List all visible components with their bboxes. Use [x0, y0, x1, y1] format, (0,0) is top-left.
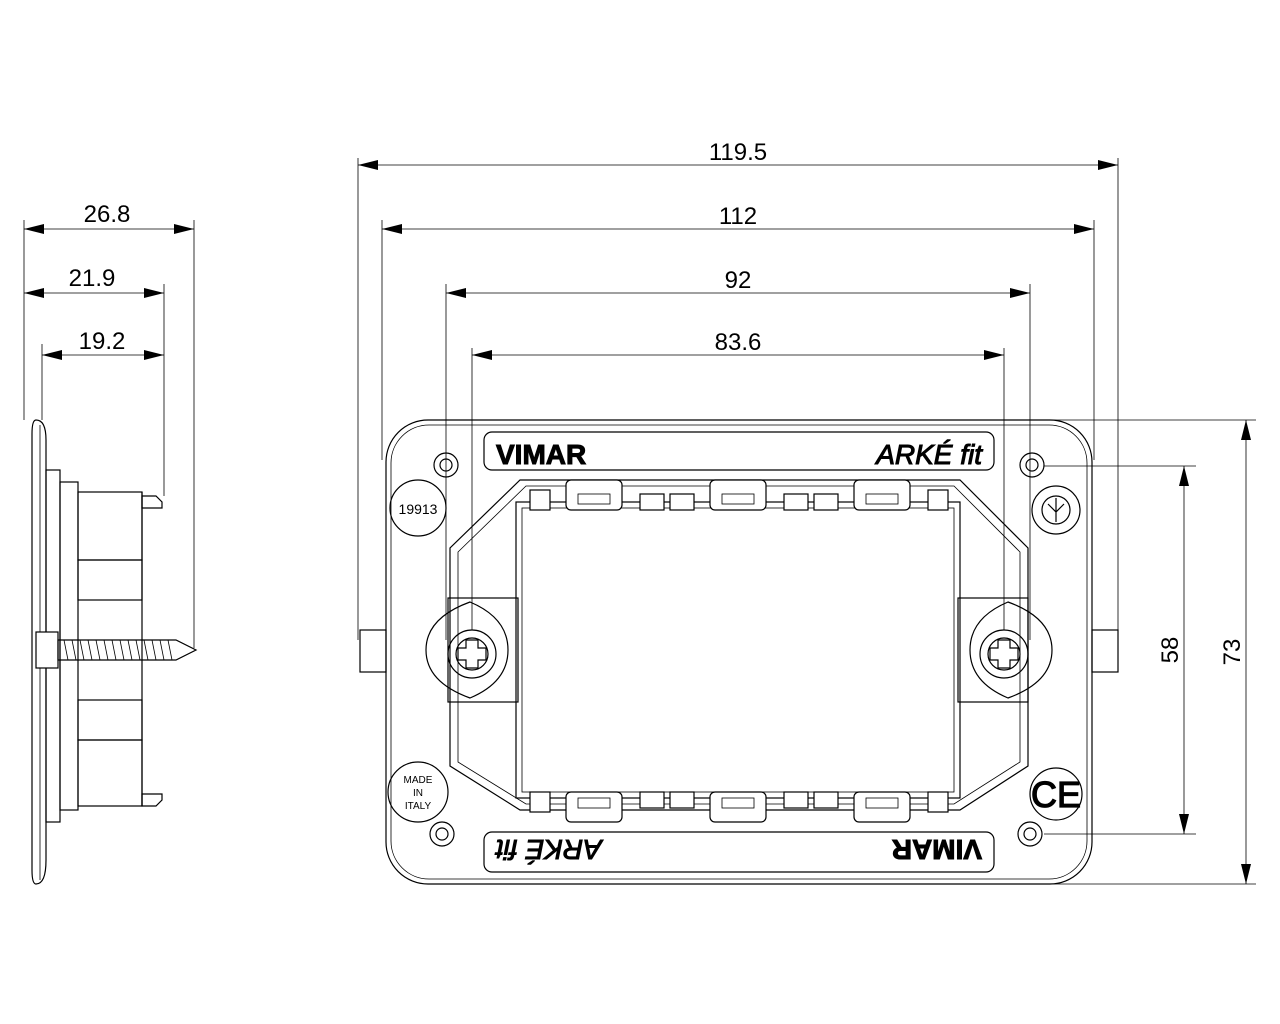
screw-icon: [455, 637, 489, 671]
top-clips: [529, 479, 949, 511]
right-screw-bracket: [957, 597, 1053, 703]
side-dimensions: 26.8 21.9 19.2: [23, 201, 195, 648]
series-label-bottom: ARKÉ fit: [495, 834, 604, 865]
dim-screw-spacing: 92: [725, 267, 752, 294]
dim-frame-width: 112: [719, 203, 757, 230]
origin-line1: MADE: [404, 775, 433, 786]
module-window: [515, 501, 961, 799]
front-dimensions: 119.5 112 92 83.6 58 73: [357, 139, 1256, 885]
brand-label-bottom: VIMAR: [892, 834, 982, 865]
origin-badge: [387, 761, 449, 823]
series-label-top: ARKÉ fit: [874, 439, 983, 470]
imq-approval-mark-icon: [1031, 485, 1081, 535]
dim-side-total: 26.8: [84, 201, 131, 228]
dim-window-width: 83.6: [715, 329, 762, 356]
side-view: [31, 419, 198, 885]
origin-line2: IN: [413, 788, 423, 799]
screw-icon: [987, 637, 1021, 671]
bottom-label-strip: [483, 831, 995, 873]
part-number: 19913: [399, 501, 438, 517]
ce-mark: CE: [1031, 774, 1081, 815]
dim-side-mid: 21.9: [69, 265, 116, 292]
origin-line3: ITALY: [405, 801, 432, 812]
front-view: VIMAR ARKÉ fit VIMAR ARKÉ fit: [359, 419, 1119, 885]
dim-overall-height: 73: [1219, 639, 1246, 666]
top-label-strip: [483, 431, 995, 471]
dim-inner-height: 58: [1157, 637, 1184, 664]
brand-label-top: VIMAR: [496, 439, 586, 470]
dim-side-inner: 19.2: [79, 328, 126, 355]
ce-mark-icon: CE: [1029, 767, 1083, 821]
dim-overall-width: 119.5: [709, 139, 767, 166]
bottom-clips: [529, 791, 949, 823]
